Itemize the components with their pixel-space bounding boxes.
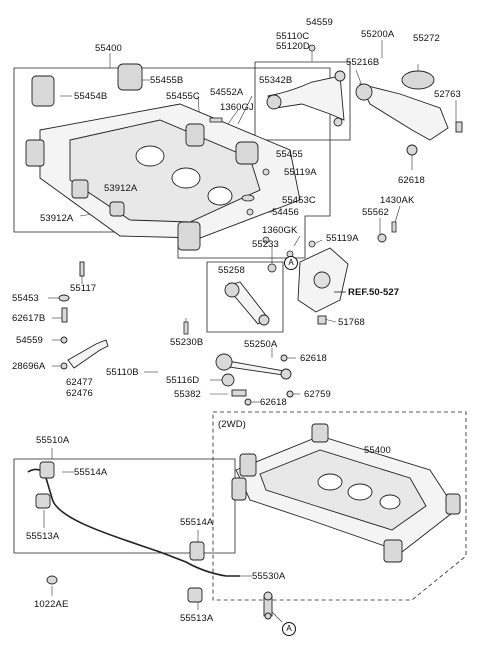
label-55258: 55258 [218, 265, 245, 276]
label-55400-crossmember: 55400 [95, 43, 122, 54]
label-51768: 51768 [338, 317, 365, 328]
label-62477: 62477 [66, 377, 93, 388]
label-52763: 52763 [434, 89, 461, 100]
label-55110B: 55110B [106, 367, 139, 378]
label-55216B: 55216B [346, 57, 380, 68]
label-53912A-lower: 53912A [40, 213, 74, 224]
label-1430AK: 1430AK [380, 195, 415, 206]
label-54456: 54456 [272, 207, 299, 218]
label-62618-lower: 62618 [260, 397, 287, 408]
label-54559-mid: 54559 [16, 335, 43, 346]
label-62618-upper: 62618 [398, 175, 425, 186]
label-55513A-right: 55513A [180, 613, 214, 624]
label-55250A: 55250A [244, 339, 278, 350]
label-54552A: 54552A [210, 87, 244, 98]
label-55400-2wd: 55400 [364, 445, 391, 456]
label-55453C: 55453C [282, 195, 316, 206]
label-55230B: 55230B [170, 337, 204, 348]
upper-arm-group-outline [254, 61, 351, 141]
label-55120D: 55120D [276, 41, 310, 52]
label-55116D: 55116D [166, 375, 200, 386]
label-55272: 55272 [413, 33, 440, 44]
label-55382: 55382 [174, 389, 201, 400]
label-62617B: 62617B [12, 313, 46, 324]
label-55119A-knuckle: 55119A [326, 233, 359, 244]
label-62476: 62476 [66, 388, 93, 399]
callout-a-upper: A [284, 256, 298, 270]
label-55455: 55455 [276, 149, 303, 160]
label-1360GJ: 1360GJ [220, 102, 254, 113]
label-1022AE: 1022AE [34, 599, 69, 610]
label-55514A-left: 55514A [74, 467, 108, 478]
2wd-group-outline [212, 411, 467, 601]
label-55514A-right: 55514A [180, 517, 214, 528]
label-55200A: 55200A [361, 29, 395, 40]
label-2wd: (2WD) [218, 419, 246, 430]
label-55510A: 55510A [36, 435, 70, 446]
label-62618-mid: 62618 [300, 353, 327, 364]
label-55530A: 55530A [252, 571, 286, 582]
label-54559-top: 54559 [306, 17, 333, 28]
stabilizer-group-outline [13, 458, 236, 554]
label-55455C: 55455C [166, 91, 200, 102]
label-28696A: 28696A [12, 361, 46, 372]
label-55117: 55117 [70, 283, 97, 294]
label-55455B: 55455B [150, 75, 184, 86]
label-55513A-left: 55513A [26, 531, 60, 542]
label-55119A-upper: 55119A [284, 167, 317, 178]
crossmember-group-outline [13, 67, 331, 259]
arm-55258-group-outline [206, 261, 284, 333]
label-ref-50-527: REF.50-527 [348, 287, 400, 298]
label-53912A-upper: 53912A [104, 183, 138, 194]
label-55342B: 55342B [259, 75, 293, 86]
label-1360GK: 1360GK [262, 225, 298, 236]
callout-a-lower: A [282, 622, 296, 636]
label-55233: 55233 [252, 239, 279, 250]
label-62759: 62759 [304, 389, 331, 400]
label-55110C: 55110C [276, 31, 310, 42]
label-55562: 55562 [362, 207, 389, 218]
label-55454B: 55454B [74, 91, 108, 102]
label-55453: 55453 [12, 293, 39, 304]
